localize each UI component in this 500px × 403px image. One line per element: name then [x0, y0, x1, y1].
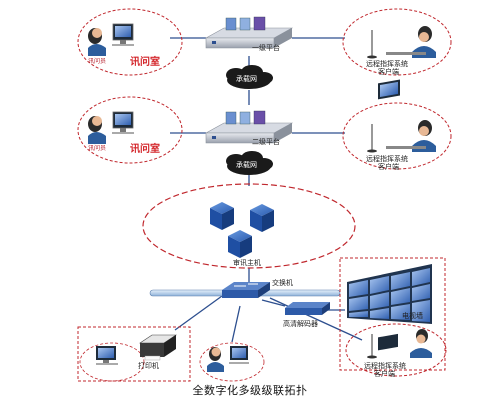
decoder-icon — [285, 302, 330, 315]
host-label: 审讯主机 — [233, 259, 261, 267]
platform-level1-label: 一级平台 — [252, 44, 280, 52]
officer-workstation-icon — [88, 23, 134, 56]
diagram-caption: 全数字化多级级联拓扑 — [192, 384, 308, 397]
officer-label: 讯问员 — [88, 145, 107, 152]
video-wall — [339, 257, 446, 371]
server-cube-icon — [210, 202, 234, 230]
cloud-icon — [226, 151, 273, 175]
interrogation-room-3 — [199, 342, 265, 382]
officer-workstation-icon — [88, 111, 134, 144]
switch-label: 交换机 — [272, 279, 293, 287]
remote-client-label-line1: 远程指挥系统 — [366, 60, 408, 68]
platform-level1 — [204, 16, 294, 49]
bearer-network-label: 承载网 — [236, 161, 257, 169]
remote-client-2 — [342, 79, 452, 170]
platform-level2 — [204, 110, 294, 144]
connection-lines — [170, 37, 363, 343]
server-cube-icon — [250, 204, 274, 232]
room-label: 讯问室 — [130, 57, 160, 68]
printer-icon — [139, 334, 177, 361]
remote-client-label-line2: 客户端 — [378, 163, 399, 171]
cloud-icon — [226, 65, 273, 89]
remote-client-label-line2: 客户端 — [374, 370, 395, 378]
remote-client-1 — [342, 8, 452, 76]
officer-label: 讯问员 — [88, 58, 107, 65]
remote-client-label-line1: 远程指挥系统 — [364, 362, 406, 370]
server-cube-icon — [228, 230, 252, 258]
decoder-label: 高清解码器 — [283, 320, 318, 328]
room-label: 讯问室 — [130, 144, 160, 155]
switch-icon — [222, 282, 270, 298]
remote-client-label-line2: 客户端 — [378, 68, 399, 76]
platform-level2-label: 二级平台 — [252, 138, 280, 146]
printer-area — [77, 326, 191, 382]
printer-label: 打印机 — [138, 362, 159, 370]
video-wall-label: 电视墙 — [402, 312, 423, 320]
interrogation-host — [142, 183, 356, 269]
monitor-icon — [96, 346, 118, 365]
remote-client-3 — [345, 323, 447, 377]
interrogation-room-2 — [77, 96, 183, 164]
remote-client-label-line1: 远程指挥系统 — [366, 155, 408, 163]
bearer-network-label: 承载网 — [236, 75, 257, 83]
interrogation-room-1 — [77, 8, 183, 76]
